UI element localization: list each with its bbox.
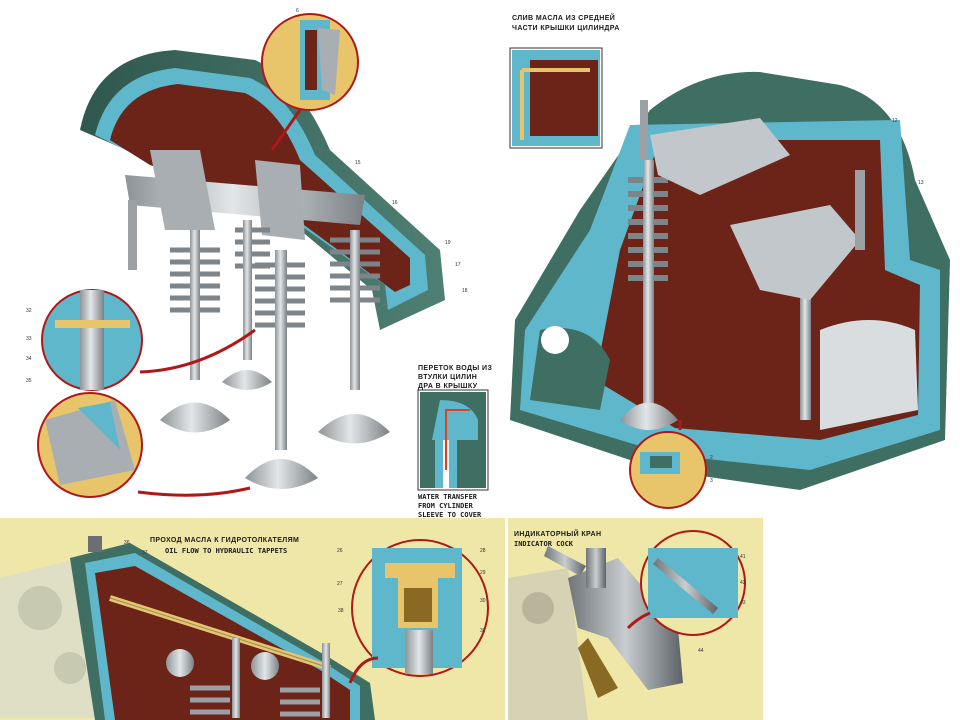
callout-number: 13: [918, 180, 924, 186]
oil-drain-caption-line2: ЧАСТИ КРЫШКИ ЦИЛИНДРА: [512, 25, 620, 32]
callout-number: 2: [710, 455, 713, 461]
water-transfer-caption-ru-line1: ПЕРЕТОК ВОДЫ ИЗ: [418, 365, 493, 372]
callout-number: 31: [480, 628, 486, 634]
indicator-caption-ru: ИНДИКАТОРНЫЙ КРАН: [514, 531, 602, 538]
callout-number: 41: [740, 554, 746, 560]
callout-number: 15: [355, 160, 361, 166]
callout-number: 28: [480, 548, 486, 554]
callout-number: 19: [445, 240, 451, 246]
oil-drain-caption-line1: СЛИВ МАСЛА ИЗ СРЕДНЕЙ: [512, 15, 616, 22]
cylinder-cover-section-illustration: [509, 47, 950, 509]
oil-flow-illustration: [0, 536, 489, 720]
callout-number: 29: [480, 570, 486, 576]
water-transfer-caption-en-line1: WATER TRANSFER: [418, 493, 478, 501]
water-transfer-caption-en-line2: FROM CYLINDER: [418, 502, 473, 510]
callout-number: 34: [26, 356, 32, 362]
callout-number: 3: [710, 478, 713, 484]
callout-number: 43: [740, 600, 746, 606]
oil-flow-panel: ПРОХОД МАСЛА К ГИДРОТОЛКАТЕЛЯМ OIL FLOW …: [0, 518, 505, 720]
valve-gear-illustration: [37, 13, 489, 498]
callout-number: 27: [337, 581, 343, 587]
valve-gear-cutaway-panel: 6 15 16 17 18 19 32 33 34 35 ПЕРЕТОК ВОД…: [0, 0, 500, 512]
callout-number: 33: [26, 336, 32, 342]
callout-number: 26: [337, 548, 343, 554]
callout-number: 17: [455, 262, 461, 268]
cylinder-cover-section-panel: СЛИВ МАСЛА ИЗ СРЕДНЕЙ ЧАСТИ КРЫШКИ ЦИЛИН…: [500, 0, 960, 512]
indicator-cock-panel: ИНДИКАТОРНЫЙ КРАН INDICATOR COCK 41 42 4…: [508, 518, 763, 720]
callout-number: 12: [892, 118, 898, 124]
callout-number: 37: [142, 550, 148, 556]
callout-number: 42: [740, 580, 746, 586]
indicator-cock-illustration: [508, 530, 746, 720]
callout-number: 44: [698, 648, 704, 654]
indicator-caption-en: INDICATOR COCK: [514, 540, 574, 548]
callout-number: 36: [124, 540, 130, 546]
water-transfer-caption-ru-line3: ДРА В КРЫШКУ: [418, 383, 478, 390]
water-transfer-caption-en-line3: SLEEVE TO COVER: [418, 511, 482, 519]
oil-flow-caption-ru: ПРОХОД МАСЛА К ГИДРОТОЛКАТЕЛЯМ: [150, 537, 300, 544]
callout-number: 16: [392, 200, 398, 206]
callout-number: 38: [338, 608, 344, 614]
callout-number: 32: [26, 308, 32, 314]
water-transfer-caption-ru-line2: ВТУЛКИ ЦИЛИН: [418, 374, 478, 381]
callout-number: 35: [26, 378, 32, 384]
oil-flow-caption-en: OIL FLOW TO HYDRAULIC TAPPETS: [165, 547, 288, 555]
callout-number: 30: [480, 598, 486, 604]
callout-number: 18: [462, 288, 468, 294]
callout-number: 6: [296, 8, 299, 14]
